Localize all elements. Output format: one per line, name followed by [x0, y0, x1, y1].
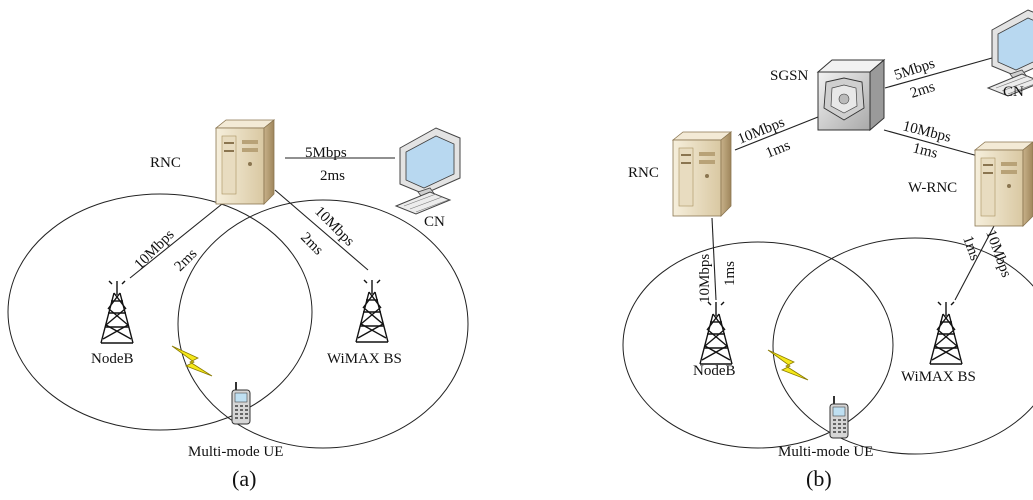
link-sgsn-wrnc [883, 129, 979, 157]
lightning-icon [767, 349, 809, 381]
link-rnc-nodeb [129, 199, 228, 279]
server-icon [215, 119, 275, 205]
cn-label: CN [1003, 84, 1024, 100]
tower-icon [355, 279, 389, 343]
ue-label: Multi-mode UE [778, 444, 873, 460]
caption-a: (a) [232, 466, 256, 491]
sgsn-cn-delay: 2ms [908, 79, 937, 102]
nodeb-coverage-cell [622, 241, 894, 449]
phone-icon [829, 395, 849, 439]
rnc-nodeb-delay: 2ms [172, 246, 201, 275]
wimax-coverage-cell [177, 199, 469, 449]
sgsn-label: SGSN [770, 68, 809, 84]
rnc-wimax-delay: 2ms [297, 230, 326, 259]
nodeb-label: NodeB [91, 351, 134, 367]
link-wrnc-wimax [954, 225, 995, 301]
server-icon [974, 141, 1033, 227]
rnc-nodeb-delay: 1ms [722, 261, 738, 286]
link-rnc-wimax [274, 189, 369, 271]
wrnc-wimax-bandwidth: 10Mbps [982, 228, 1014, 280]
rnc-nodeb-bandwidth: 10Mbps [132, 227, 178, 273]
link-sgsn-cn [884, 57, 993, 89]
tower-icon [699, 301, 733, 365]
wimax-label: WiMAX BS [901, 369, 976, 385]
phone-icon [231, 381, 251, 425]
lightning-icon [171, 345, 213, 377]
cn-label: CN [424, 214, 445, 230]
wimax-label: WiMAX BS [327, 351, 402, 367]
rnc-cn-bandwidth: 5Mbps [305, 145, 347, 161]
nodeb-coverage-cell [7, 193, 313, 431]
sgsn-wrnc-delay: 1ms [911, 140, 939, 162]
tower-icon [100, 280, 134, 344]
link-rnc-sgsn [734, 116, 819, 151]
computer-icon [395, 127, 461, 215]
nodeb-label: NodeB [693, 363, 736, 379]
router-icon [817, 59, 885, 131]
link-rnc-nodeb [711, 217, 717, 301]
wrnc-label: W-RNC [908, 180, 957, 196]
wrnc-wimax-delay: 1ms [959, 234, 983, 263]
wimax-coverage-cell [772, 237, 1033, 455]
rnc-cn-delay: 2ms [320, 168, 345, 184]
panel-b: SGSN CN RNC W-RNC 5Mbps 2ms 10Mbps 1ms 1… [622, 9, 1033, 491]
rnc-label: RNC [628, 165, 659, 181]
panel-a: RNC CN 5Mbps 2ms 10Mbps 2ms 10Mbps 2ms N… [7, 119, 469, 491]
caption-b: (b) [806, 466, 832, 491]
rnc-nodeb-bandwidth: 10Mbps [697, 254, 713, 303]
ue-label: Multi-mode UE [188, 444, 283, 460]
rnc-sgsn-delay: 1ms [764, 137, 793, 161]
tower-icon [929, 301, 963, 365]
server-icon [672, 131, 732, 217]
rnc-label: RNC [150, 155, 181, 171]
